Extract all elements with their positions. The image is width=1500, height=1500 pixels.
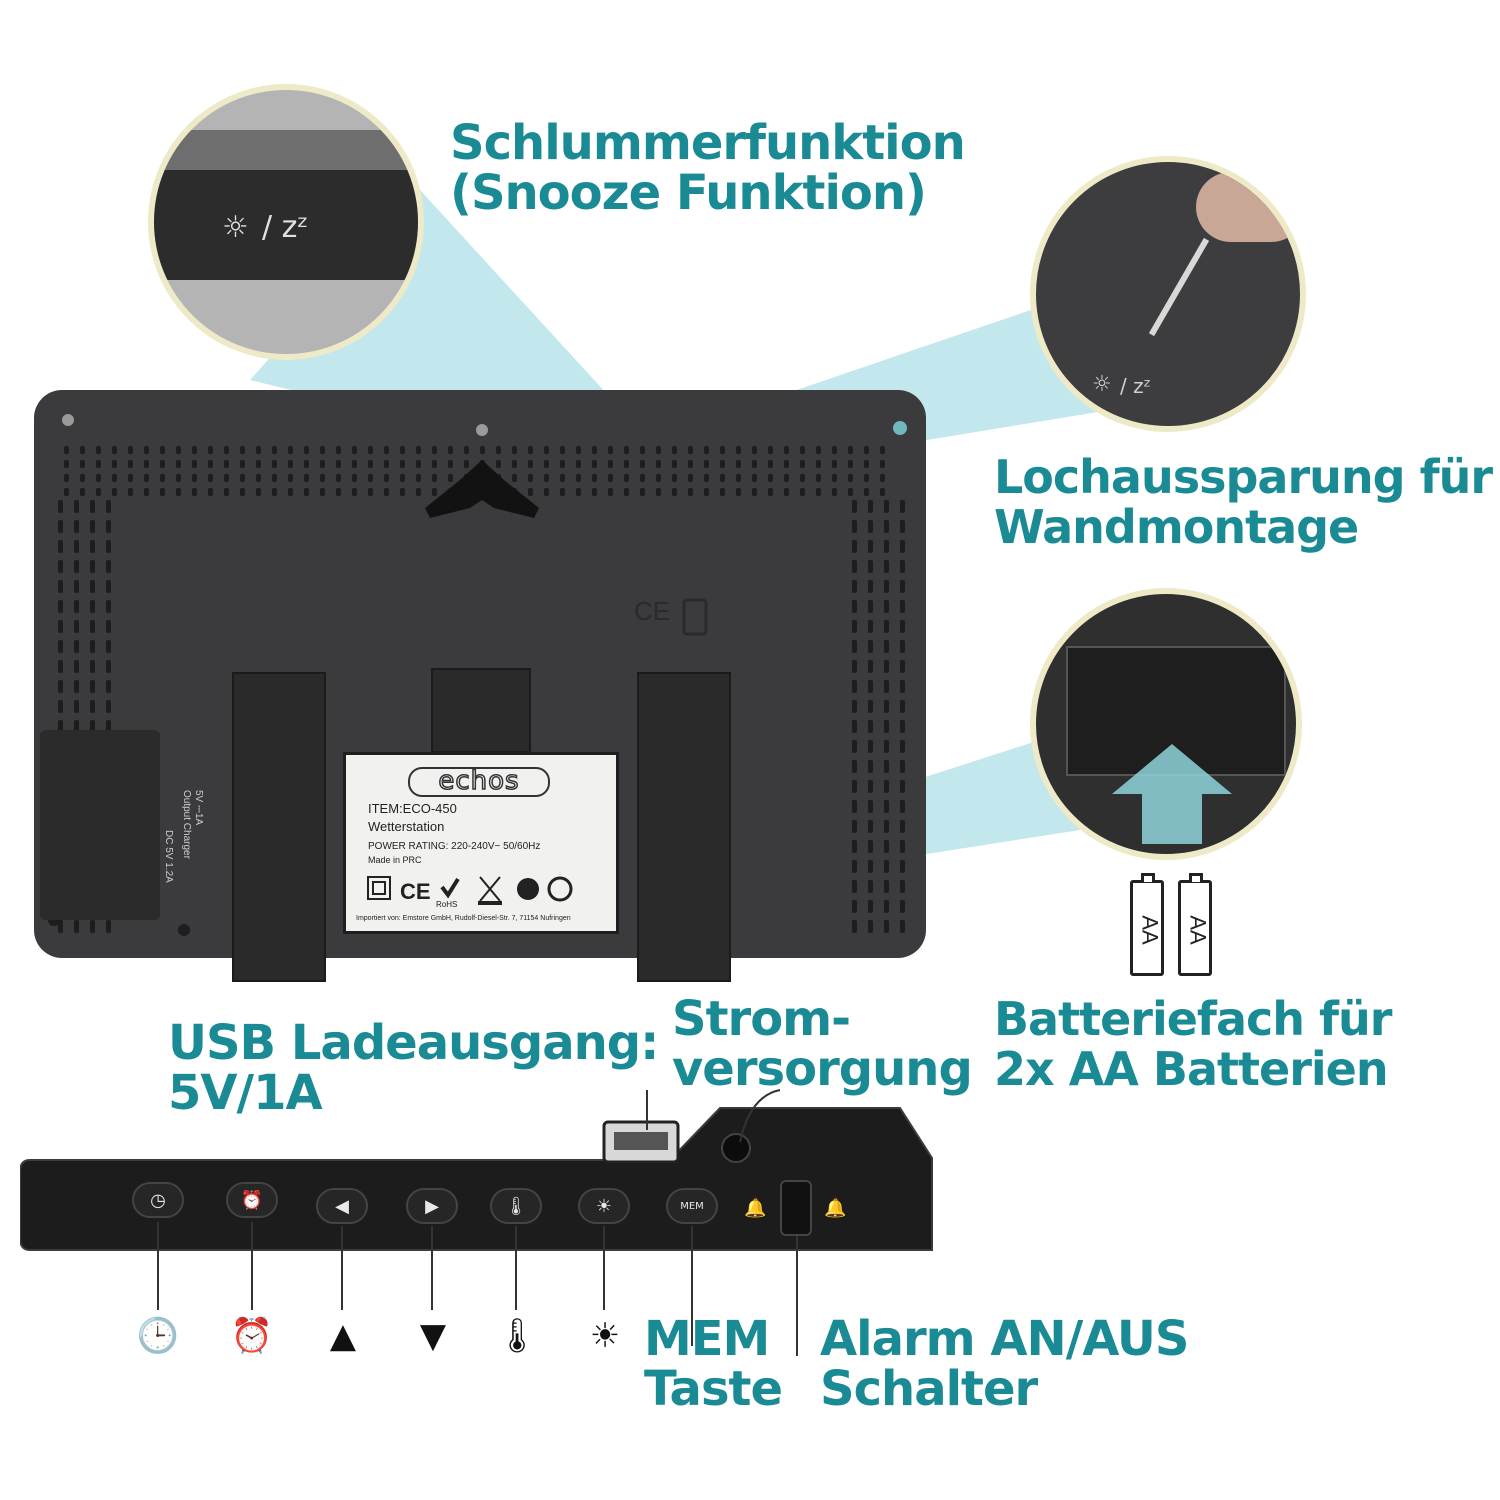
clock-icon: 🕒 [136, 1316, 180, 1356]
usb-name-label: Output Charger [181, 790, 192, 859]
leader-line [603, 1226, 605, 1310]
usb-callout: USB Ladeausgang: 5V/1A [168, 1015, 659, 1121]
leader-line [796, 1236, 798, 1356]
down-triangle-icon: ▼ [419, 1316, 447, 1356]
product-name: Wetterstation [368, 819, 445, 834]
pin-tool [1148, 237, 1210, 337]
snooze-panel-edge [154, 130, 418, 170]
leader-line [251, 1222, 253, 1310]
alarm-clock-icon: ⏰ [230, 1316, 274, 1356]
usb-spec-label: 5V ⎓1A [193, 790, 204, 826]
alarm-off-icon: 🔔 [744, 1198, 767, 1219]
aa-battery: AA [1130, 873, 1164, 976]
hand-photo [1196, 172, 1300, 242]
brand-logo: echos [408, 767, 550, 797]
screw-top-right [893, 421, 907, 435]
center-stand[interactable] [431, 668, 531, 753]
rohs-mark: RoHS [436, 900, 457, 909]
leader-line [157, 1222, 159, 1310]
leader-line [431, 1226, 433, 1310]
svg-text:CE: CE [400, 879, 431, 904]
clock-button[interactable]: ◷ [132, 1182, 184, 1218]
wall-mount-inset: ☼ / zᶻ [1030, 156, 1306, 432]
light-button[interactable]: ☀ [578, 1188, 630, 1224]
thermometer-icon: 🌡 [495, 1316, 539, 1356]
snooze-panel [154, 170, 418, 280]
battery-callout: Batteriefach für 2x AA Batterien [994, 992, 1392, 1096]
vent-pattern: CE [40, 414, 907, 936]
up-triangle-icon: ▲ [329, 1316, 357, 1356]
aa-battery: AA [1178, 873, 1212, 976]
importer: Importiert von: Emstore GmbH, Rudolf-Die… [356, 915, 571, 922]
mem-button[interactable]: MEM [666, 1188, 718, 1224]
alarm-switch-callout: Alarm AN/AUS Schalter [820, 1311, 1189, 1417]
insert-arrow [1112, 744, 1232, 844]
item-number: ITEM:ECO-450 [368, 801, 457, 816]
power-leader [739, 1089, 781, 1143]
mem-callout: MEM Taste [644, 1311, 783, 1417]
dc-spec-label: DC 5V 1.2A [163, 830, 174, 883]
battery-inset [1030, 588, 1302, 860]
wall-mount-slot [425, 460, 539, 518]
snooze-inset: ☼ / zᶻ [148, 84, 424, 360]
device-rear-panel: CE 5V ⎓1A Output Charger DC 5V 1.2A [34, 390, 926, 982]
screw-top-left [62, 414, 74, 426]
power-callout: Strom- versorgung [672, 991, 973, 1097]
light-icon-small: ☼ [1092, 372, 1112, 397]
certification-marks: CE RoHS [367, 876, 573, 909]
made-in: Made in PRC [368, 855, 422, 865]
right-button[interactable]: ▶ [406, 1188, 458, 1224]
sun-icon: ☀ [589, 1316, 621, 1356]
alarm-switch[interactable] [780, 1180, 812, 1236]
power-rating: POWER RATING: 220-240V~ 50/60Hz [368, 841, 541, 852]
leader-line [646, 1090, 648, 1130]
leader-line [691, 1226, 693, 1346]
svg-text:CE: CE [634, 596, 670, 626]
left-stand[interactable] [232, 672, 326, 982]
rating-label: echos ITEM:ECO-450 Wetterstation POWER R… [343, 752, 619, 934]
snooze-glyph-small: / zᶻ [1120, 374, 1151, 398]
right-stand[interactable] [637, 672, 731, 982]
leader-line [341, 1226, 343, 1310]
left-button[interactable]: ◀ [316, 1188, 368, 1224]
dc-power-port [721, 1133, 751, 1163]
alarm-on-icon: 🔔 [824, 1198, 847, 1219]
alarm-button[interactable]: ⏰ [226, 1182, 278, 1218]
leader-line [515, 1226, 517, 1310]
temperature-button[interactable]: 🌡 [490, 1188, 542, 1224]
screw-top-center [476, 424, 488, 436]
wall-mount-callout: Lochaussparung für Wandmontage [994, 450, 1493, 554]
snooze-glyph: / zᶻ [262, 210, 309, 245]
snooze-callout: Schlummerfunktion (Snooze Funktion) [450, 115, 966, 221]
light-icon: ☼ [222, 210, 249, 245]
